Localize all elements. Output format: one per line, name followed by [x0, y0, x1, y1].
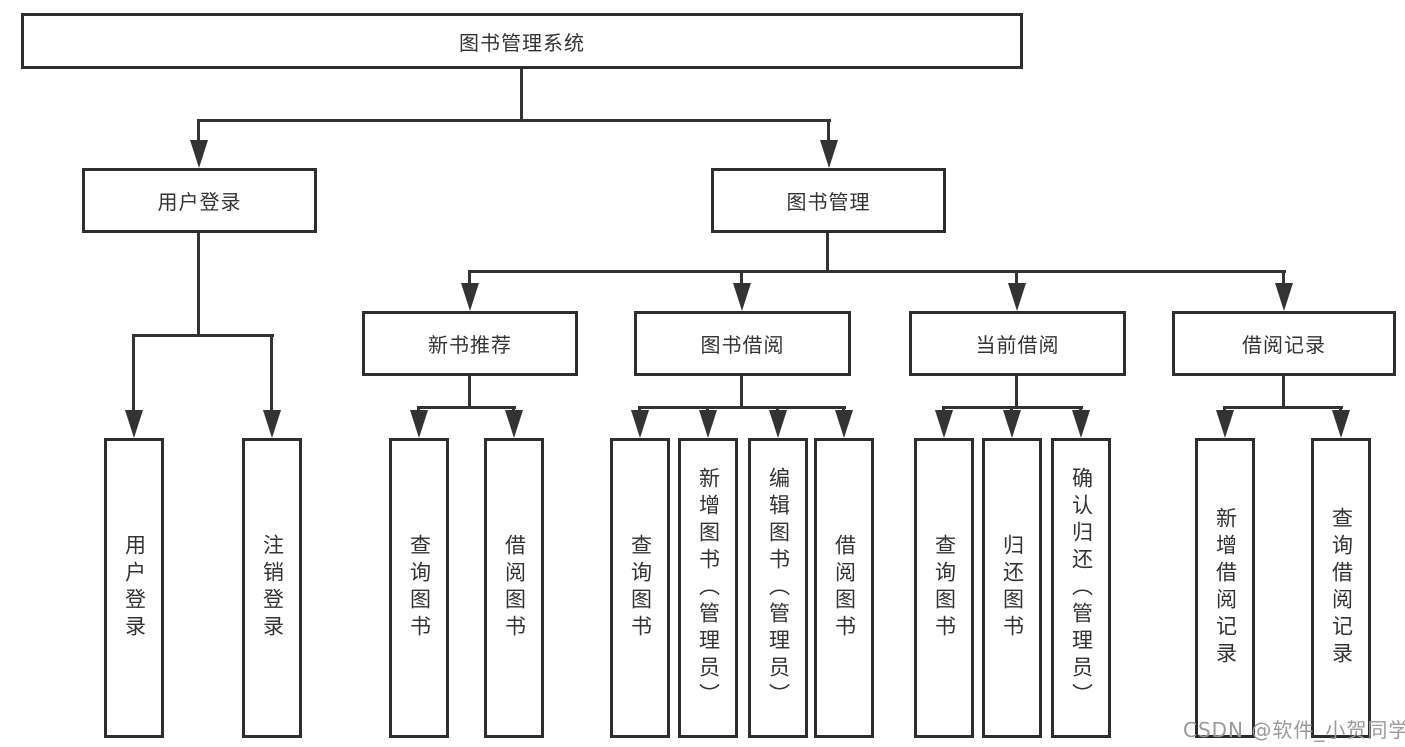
connector-shaft	[197, 119, 200, 151]
node-book-management: 图书管理	[711, 168, 946, 233]
arrowhead	[631, 410, 649, 438]
arrowhead	[190, 140, 208, 168]
node-user-login: 用户登录	[82, 168, 317, 233]
connector-branch	[417, 406, 516, 409]
arrowhead	[263, 410, 281, 438]
node-new-book-recommend: 新书推荐	[362, 311, 578, 376]
connector-level2-branch	[199, 119, 831, 122]
arrowhead	[505, 410, 523, 438]
connector-trunk	[1015, 376, 1018, 408]
arrowhead	[820, 140, 838, 168]
csdn-watermark: CSDN @软件_小贺同学	[1183, 718, 1405, 742]
arrowhead	[1008, 283, 1026, 311]
node-root: 图书管理系统	[21, 13, 1023, 69]
leaf-query-books-current: 查询图书	[914, 438, 974, 738]
connector-shaft	[132, 334, 135, 416]
connector-trunk	[1282, 376, 1285, 408]
arrowhead	[699, 410, 717, 438]
arrowhead	[461, 283, 479, 311]
connector-shaft	[468, 270, 471, 295]
leaf-query-books-borrow: 查询图书	[610, 438, 670, 738]
connector-shaft	[270, 334, 273, 416]
connector-level3-branch	[468, 270, 1286, 273]
leaf-query-borrow-record: 查询借阅记录	[1311, 438, 1371, 738]
leaf-edit-book-admin: 编辑图书（管理员）	[748, 438, 808, 738]
arrowhead	[1332, 410, 1350, 438]
leaf-borrow-books-recommend: 借阅图书	[484, 438, 544, 738]
node-user-login-label: 用户登录	[157, 190, 242, 214]
node-book-borrow-label: 图书借阅	[700, 333, 785, 357]
connector-shaft	[740, 270, 743, 295]
connector-root-trunk	[520, 69, 523, 121]
arrowhead	[835, 410, 853, 438]
connector-trunk	[740, 376, 743, 408]
leaf-add-book-admin: 新增图书（管理员）	[678, 438, 738, 738]
leaf-query-books-recommend: 查询图书	[389, 438, 449, 738]
arrowhead	[733, 283, 751, 311]
node-borrow-records-label: 借阅记录	[1242, 333, 1326, 357]
connector-shaft	[827, 119, 830, 151]
connector-shaft	[1282, 270, 1285, 295]
connector-login-branch	[133, 334, 274, 337]
arrowhead	[1275, 283, 1293, 311]
node-current-borrow: 当前借阅	[909, 311, 1126, 376]
node-root-label: 图书管理系统	[459, 30, 585, 55]
arrowhead	[1003, 410, 1021, 438]
arrowhead	[125, 410, 143, 438]
connector-shaft	[1015, 270, 1018, 295]
connector-login-trunk	[197, 232, 200, 336]
arrowhead	[1072, 410, 1090, 438]
leaf-return-book: 归还图书	[982, 438, 1042, 738]
connector-branch	[638, 406, 846, 409]
node-book-management-label: 图书管理	[786, 190, 871, 214]
leaf-add-borrow-record: 新增借阅记录	[1195, 438, 1255, 738]
connector-trunk	[468, 376, 471, 408]
connector-manage-trunk	[826, 232, 829, 272]
leaf-confirm-return-admin: 确认归还（管理员）	[1051, 438, 1111, 738]
node-book-borrow: 图书借阅	[634, 311, 851, 376]
node-borrow-records: 借阅记录	[1172, 311, 1396, 376]
arrowhead	[769, 410, 787, 438]
arrowhead	[1216, 410, 1234, 438]
arrowhead	[410, 410, 428, 438]
leaf-borrow-book: 借阅图书	[814, 438, 874, 738]
leaf-user-login: 用户登录	[104, 438, 164, 738]
connector-branch	[1223, 406, 1343, 409]
node-new-book-recommend-label: 新书推荐	[428, 333, 512, 357]
node-current-borrow-label: 当前借阅	[975, 333, 1060, 357]
arrowhead	[935, 410, 953, 438]
leaf-logout: 注销登录	[242, 438, 302, 738]
